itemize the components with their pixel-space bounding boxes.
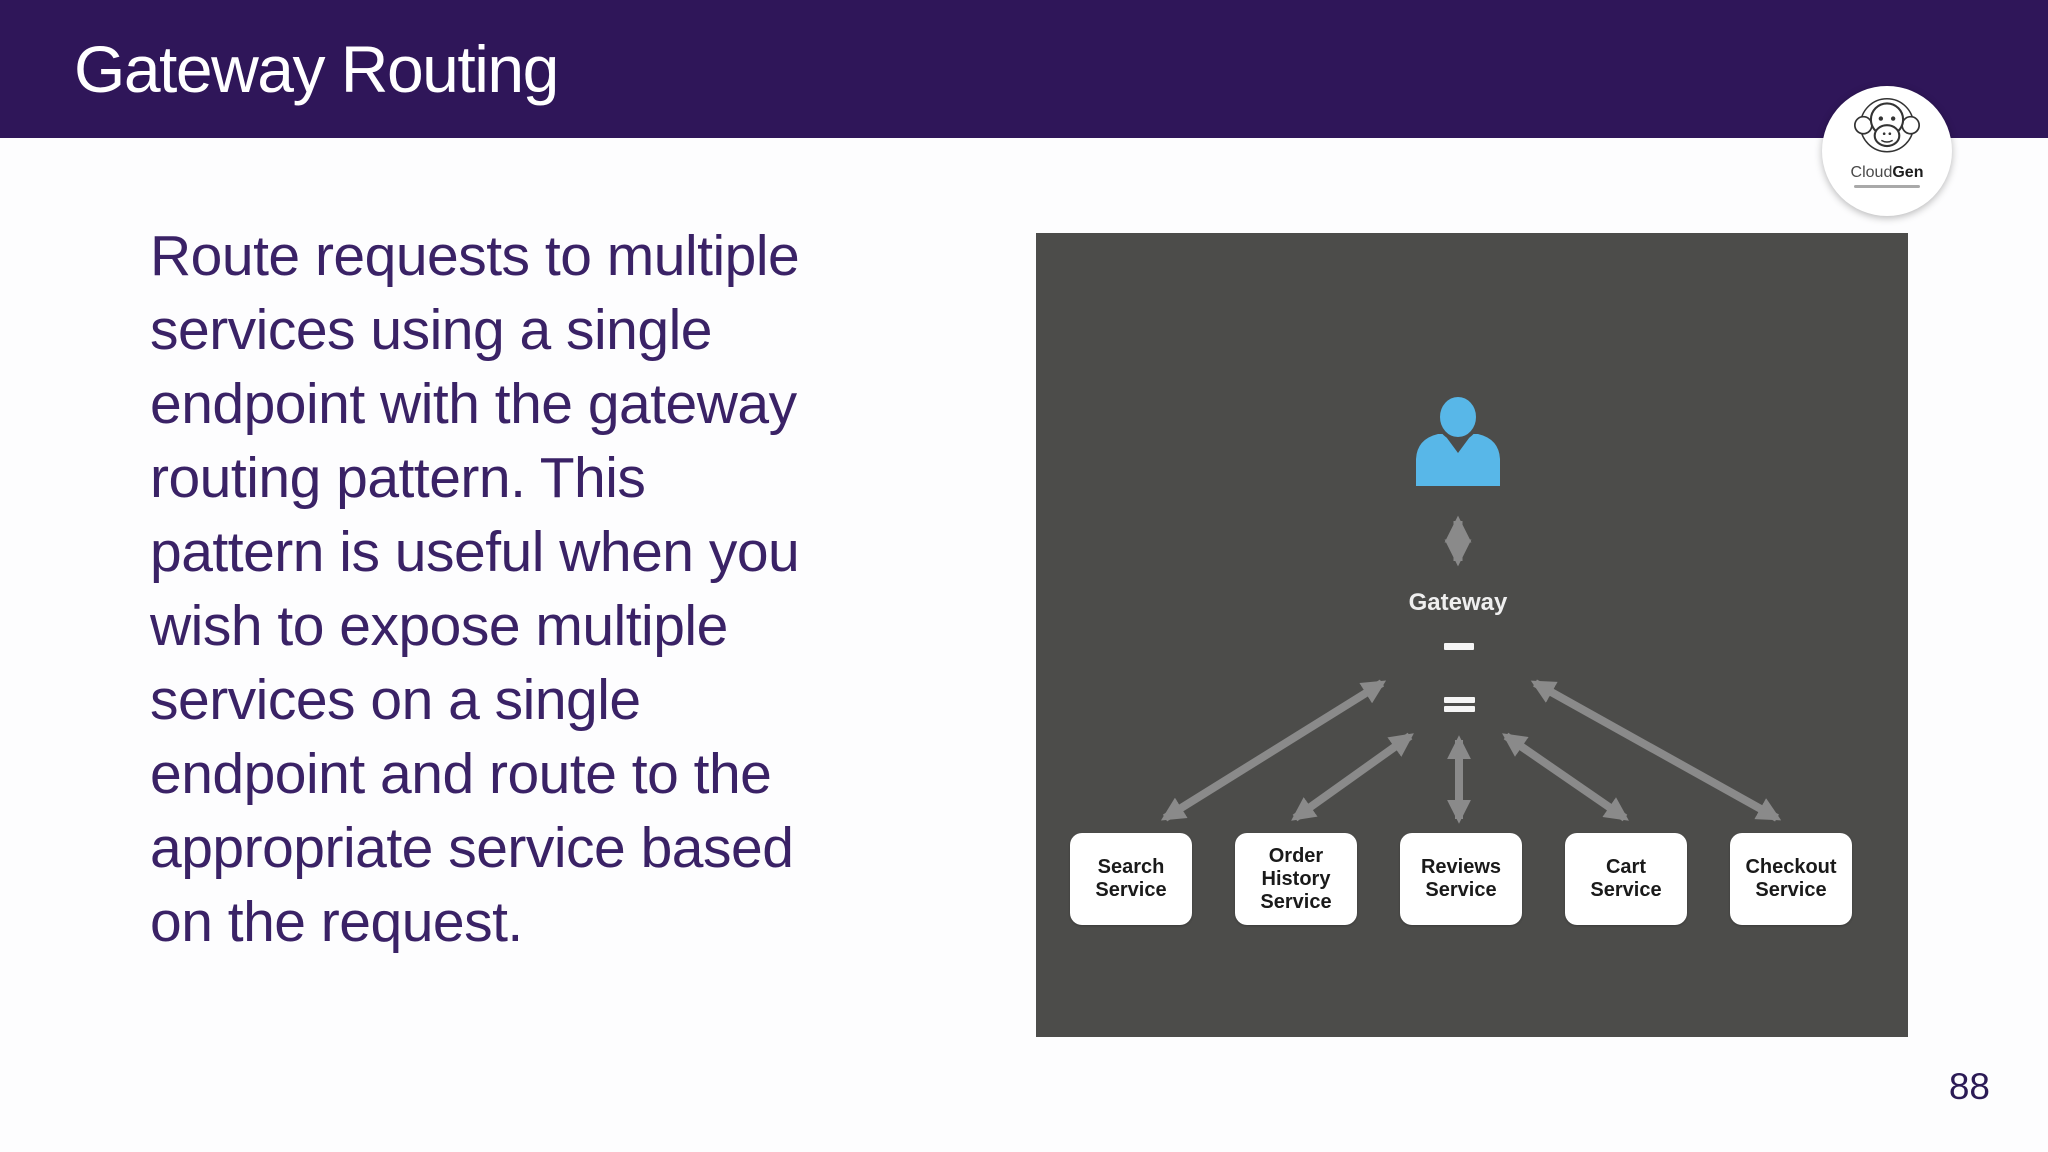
body-text-line: on the request. [150, 890, 523, 954]
body-text-line: appropriate service based [150, 816, 794, 880]
body-text: Route requests to multiple services usin… [150, 219, 1050, 959]
service-box-checkout: Checkout Service [1730, 833, 1852, 925]
body-text-line: services on a single [150, 668, 641, 732]
service-box-search: Search Service [1070, 833, 1192, 925]
monkey-icon [1853, 97, 1921, 153]
logo-word-gen: Gen [1892, 164, 1924, 181]
diagram-graphics [1160, 393, 1782, 824]
logo-wordmark: CloudGen [1851, 165, 1924, 181]
arrow-checkout [1530, 679, 1782, 822]
person-icon [1416, 393, 1500, 486]
body-text-line: wish to expose multiple [150, 594, 728, 658]
body-text-line: routing pattern. This [150, 446, 646, 510]
body-text-line: Route requests to multiple [150, 224, 800, 288]
gateway-diagram: Gateway Search Service Order History Ser… [1036, 233, 1908, 1037]
arrow-search [1160, 679, 1387, 822]
arrow-order-history [1291, 732, 1414, 822]
service-box-reviews: Reviews Service [1400, 833, 1522, 925]
page-title: Gateway Routing [74, 32, 559, 106]
service-box-cart: Cart Service [1565, 833, 1687, 925]
body-text-line: services using a single [150, 298, 712, 362]
body-text-line: endpoint and route to the [150, 742, 772, 806]
body-text-line: pattern is useful when you [150, 520, 800, 584]
logo-tagline-line [1854, 185, 1920, 188]
page-number: 88 [1948, 1066, 1990, 1107]
routing-arrows [1160, 679, 1782, 824]
gateway-icon [1444, 643, 1475, 712]
cloudgen-logo: CloudGen [1822, 86, 1952, 216]
header-bar: Gateway Routing [0, 0, 2048, 138]
logo-word-cloud: Cloud [1850, 164, 1893, 181]
service-box-order-history: Order History Service [1235, 833, 1357, 925]
body-text-line: endpoint with the gateway [150, 372, 797, 436]
gateway-label: Gateway [1408, 589, 1508, 616]
arrow-cart [1502, 732, 1629, 822]
